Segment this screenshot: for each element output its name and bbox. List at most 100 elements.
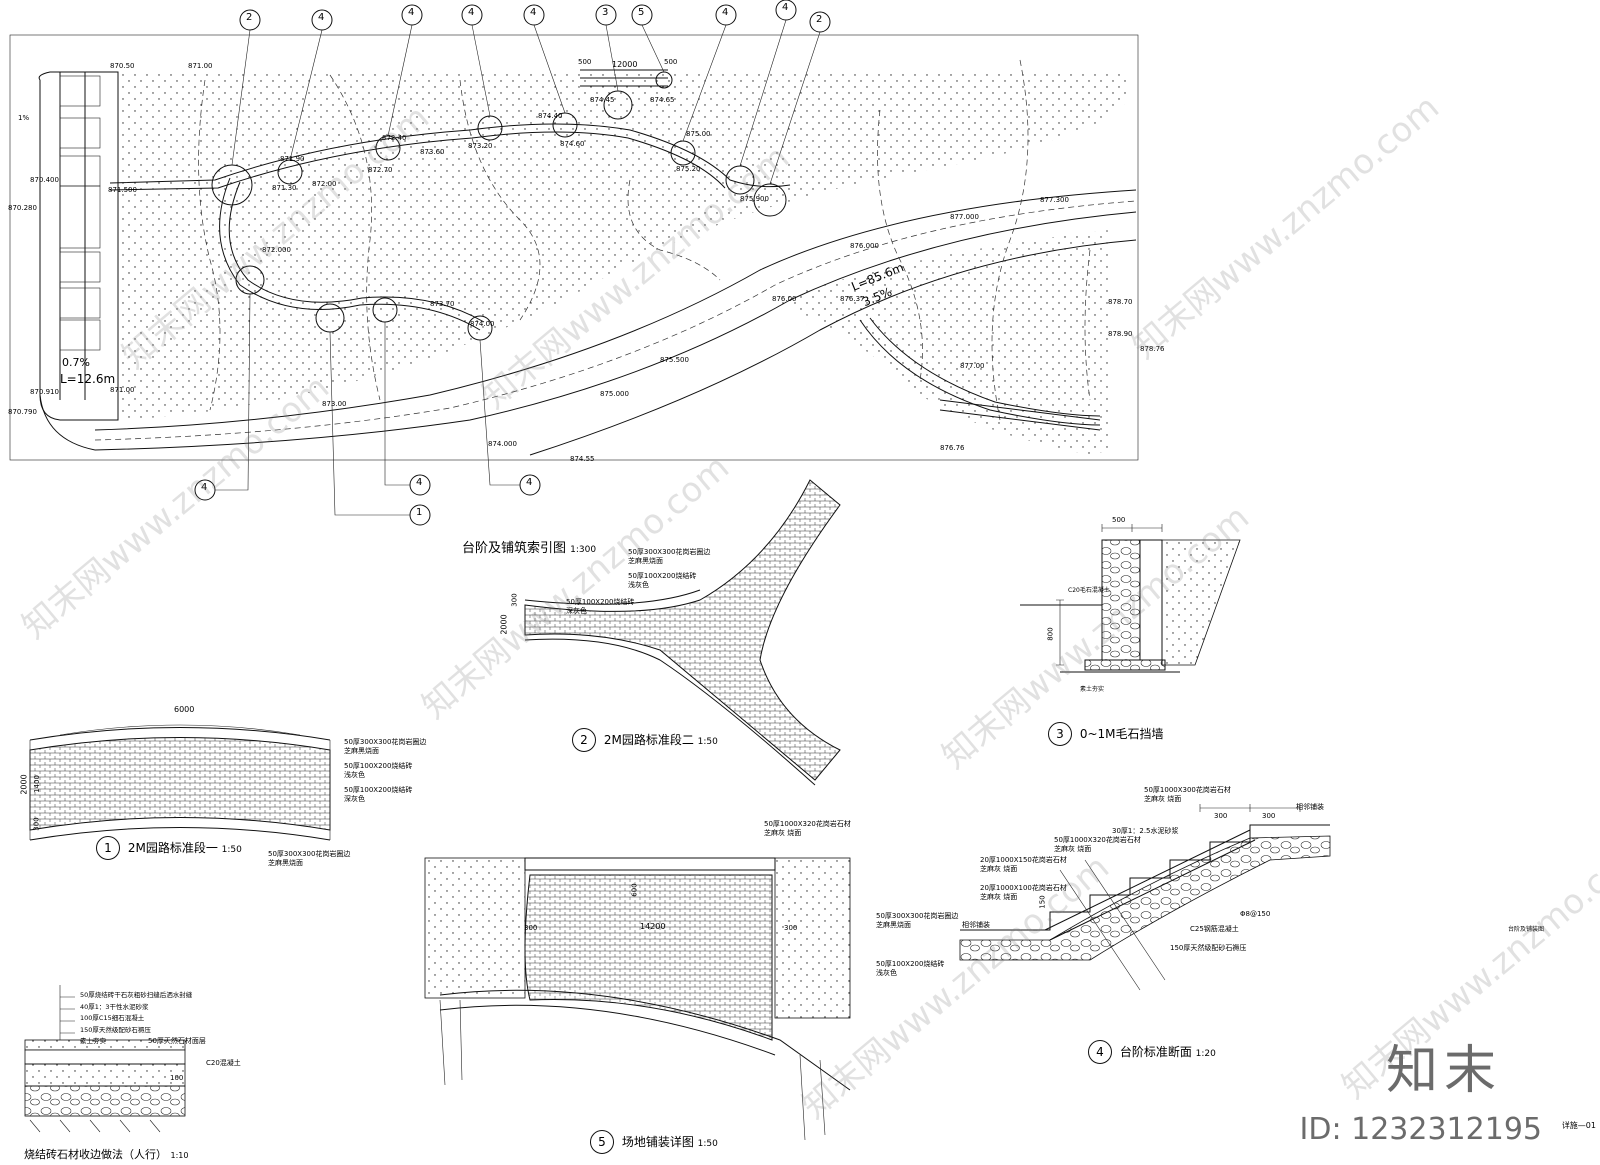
elevation-label: 877.000 bbox=[950, 213, 979, 221]
detail-road-one bbox=[29, 724, 331, 841]
callout-label: 4 bbox=[782, 2, 789, 13]
slope-label: L=12.6m bbox=[60, 372, 116, 386]
plan-green-area bbox=[118, 72, 1129, 420]
callout-label: 1 bbox=[416, 507, 423, 518]
detail-title-plaza: 5 场地铺装详图 1:50 bbox=[590, 1130, 718, 1154]
dimension-label: 500 bbox=[1112, 516, 1126, 524]
elevation-label: 876.00 bbox=[772, 295, 797, 303]
index-plan bbox=[9, 0, 1139, 526]
main-road bbox=[94, 189, 1137, 431]
road2-material-notes: 50厚300X300花岗岩圈边 芝麻黑烧面 50厚100X200烧结砖 浅灰色 bbox=[628, 548, 711, 589]
detail-title-wall: 3 0~1M毛石挡墙 bbox=[1048, 722, 1164, 746]
elevation-label: 876.37 bbox=[840, 295, 865, 303]
callout-bubbles-top bbox=[231, 0, 831, 185]
callout-label: 4 bbox=[416, 477, 423, 488]
dimension-label: 800 bbox=[1046, 627, 1055, 641]
elevation-label: 876.000 bbox=[850, 242, 879, 250]
dimension-label: 2000 bbox=[19, 774, 29, 795]
callout-label: 3 bbox=[602, 7, 609, 18]
elevation-label: 874.65 bbox=[650, 96, 675, 104]
callout-label: 4 bbox=[408, 7, 415, 18]
brand-logo: 知末 bbox=[1385, 1041, 1502, 1101]
detail-step-section bbox=[959, 804, 1331, 991]
slope-label: 0.7% bbox=[62, 356, 90, 369]
elevation-label: 877.300 bbox=[1040, 196, 1069, 204]
dimension-label: 100 bbox=[170, 1074, 184, 1082]
detail-edge bbox=[24, 985, 186, 1133]
elevation-label: 874.60 bbox=[560, 140, 585, 148]
dimension-label: 6000 bbox=[174, 705, 195, 714]
dimension-label: 14200 bbox=[640, 922, 666, 931]
callout-label: 4 bbox=[468, 7, 475, 18]
elevation-label: 874.55 bbox=[570, 455, 595, 463]
elevation-label: 873.70 bbox=[430, 300, 455, 308]
step-note: 相邻铺装 bbox=[962, 921, 990, 929]
dimension-label: 300 bbox=[1214, 812, 1228, 820]
detail-title-edge: 烧结砖石材收边做法（人行） 1:10 bbox=[24, 1148, 189, 1161]
elevation-label: 878.70 bbox=[1108, 298, 1133, 306]
step-note: 相邻铺装 bbox=[1296, 803, 1324, 811]
callout-label: 4 bbox=[530, 7, 537, 18]
detail-number-bubble: 4 bbox=[1088, 1040, 1112, 1064]
callout-label: 4 bbox=[201, 482, 208, 493]
elevation-label: 875.00 bbox=[686, 130, 711, 138]
dimension-label: 300 bbox=[784, 924, 798, 932]
elevation-label: 873.00 bbox=[322, 400, 347, 408]
step-note: 150厚天然级配砂石褥压 bbox=[1170, 944, 1247, 952]
callout-label: 4 bbox=[722, 7, 729, 18]
detail-title-step: 4 台阶标准断面 1:20 bbox=[1088, 1040, 1216, 1064]
step-notes-top: 50厚1000X300花岗岩石材 芝麻灰 烧面 bbox=[1144, 786, 1231, 803]
elevation-label: 870.400 bbox=[30, 176, 59, 184]
callout-label: 5 bbox=[638, 7, 645, 18]
road1-bottom-note: 50厚300X300花岗岩圈边 芝麻黑烧面 bbox=[268, 850, 351, 867]
detail-title-road-one: 1 2M园路标准段一 1:50 bbox=[96, 836, 242, 860]
elevation-label: 878.76 bbox=[1140, 345, 1165, 353]
dimension-label: 1400 bbox=[32, 775, 41, 793]
step-notes-mid: 50厚1000X320花岗岩石材 芝麻灰 烧面 bbox=[1054, 836, 1141, 853]
detail-number-bubble: 2 bbox=[572, 728, 596, 752]
elevation-label: 872.00 bbox=[312, 180, 337, 188]
callout-label: 2 bbox=[246, 12, 253, 23]
detail-number-bubble: 5 bbox=[590, 1130, 614, 1154]
plan-dimension: 500 bbox=[578, 58, 592, 66]
dimension-label: 300 bbox=[524, 924, 538, 932]
curved-footpath bbox=[109, 123, 791, 188]
step-note: Φ8@150 bbox=[1240, 910, 1271, 918]
elevation-label: 875.000 bbox=[600, 390, 629, 398]
plan-dimension: 12000 bbox=[612, 60, 638, 69]
road2-material-notes-b: 50厚100X200烧结砖 深灰色 bbox=[566, 598, 635, 615]
plaza-note-low: 50厚100X200烧结砖 浅灰色 bbox=[876, 960, 945, 977]
callout-label: 4 bbox=[526, 477, 533, 488]
dimension-label: 300 bbox=[32, 817, 41, 831]
dimension-label: 150 bbox=[1038, 895, 1047, 909]
elevation-label: 871.90 bbox=[280, 155, 305, 163]
elevation-label: 874.00 bbox=[470, 320, 495, 328]
dimension-label: 300 bbox=[1262, 812, 1276, 820]
dimension-label: 600 bbox=[630, 883, 639, 897]
elevation-label: 873.20 bbox=[468, 142, 493, 150]
plan-dimension: 500 bbox=[664, 58, 678, 66]
detail-number-bubble: 3 bbox=[1048, 722, 1072, 746]
elevation-label: 875.900 bbox=[740, 195, 769, 203]
wall-note: C20毛石混凝土 bbox=[1068, 587, 1110, 594]
callout-label: 4 bbox=[318, 12, 325, 23]
plaza-note-mid: 50厚300X300花岗岩圈边 芝麻黑烧面 bbox=[876, 912, 959, 929]
road1-material-notes: 50厚300X300花岗岩圈边 芝麻黑烧面 50厚100X200烧结砖 浅灰色 … bbox=[344, 738, 427, 803]
elevation-label: 875.500 bbox=[660, 356, 689, 364]
detail-number-bubble: 1 bbox=[96, 836, 120, 860]
wall-note: 素土夯实 bbox=[1080, 686, 1105, 693]
index-plan-title: 台阶及铺筑索引图 1:300 bbox=[462, 541, 597, 556]
brand-id: ID: 1232312195 bbox=[1299, 1112, 1542, 1147]
elevation-label: 872.40 bbox=[382, 134, 407, 142]
edge-note: 50厚天然石材面层 bbox=[148, 1037, 206, 1045]
elevation-label: 873.60 bbox=[420, 148, 445, 156]
step-side-tag: 台阶及铺装图 bbox=[1508, 926, 1545, 933]
step-note: C25钢筋混凝土 bbox=[1190, 925, 1239, 933]
slope-label: 1% bbox=[18, 114, 30, 122]
plan-frame bbox=[9, 34, 1139, 461]
contour-lines bbox=[198, 59, 1091, 421]
elevation-label: 870.50 bbox=[110, 62, 135, 70]
elevation-label: 870.790 bbox=[8, 408, 37, 416]
step-notes-left: 20厚1000X150花岗岩石材 芝麻灰 烧面 20厚1000X100花岗岩石材… bbox=[980, 856, 1067, 901]
detail-road-two bbox=[524, 479, 841, 786]
